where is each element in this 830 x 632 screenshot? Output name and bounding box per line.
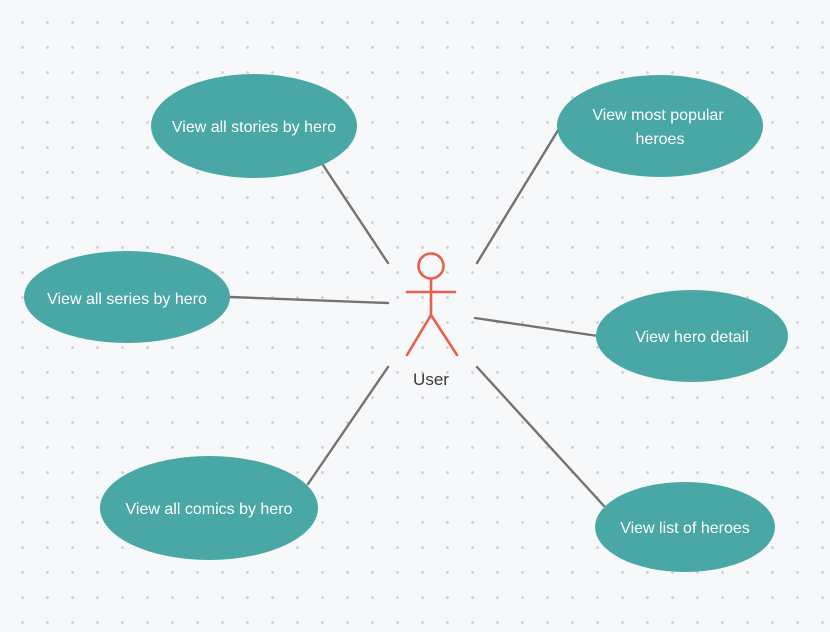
actor-head bbox=[417, 252, 445, 280]
connector-popular bbox=[475, 125, 562, 265]
connector-detail bbox=[473, 316, 600, 338]
connectors bbox=[228, 125, 606, 508]
use-case-label-line-2: heroes bbox=[636, 131, 685, 148]
use-case-view-all-comics-by-hero[interactable]: View all comics by hero bbox=[100, 456, 318, 560]
use-case-view-hero-detail[interactable]: View hero detail bbox=[596, 290, 788, 382]
stick-figure-icon bbox=[405, 252, 459, 357]
connector-list bbox=[475, 365, 606, 508]
use-case-ellipse bbox=[100, 456, 318, 560]
use-case-ellipse bbox=[24, 251, 230, 343]
actor-right-leg bbox=[429, 313, 459, 357]
use-case-label: View hero detail bbox=[635, 329, 749, 346]
use-case-ellipse bbox=[557, 75, 763, 177]
actor-user[interactable]: User bbox=[405, 252, 459, 390]
use-case-view-most-popular-heroes[interactable]: View most popular heroes bbox=[557, 75, 763, 177]
actor-label: User bbox=[413, 370, 449, 389]
use-case-view-list-of-heroes[interactable]: View list of heroes bbox=[595, 482, 775, 572]
use-case-label: View all comics by hero bbox=[126, 501, 293, 518]
use-case-ellipse bbox=[596, 290, 788, 382]
use-case-view-all-stories-by-hero[interactable]: View all stories by hero bbox=[151, 74, 357, 178]
actor-left-leg bbox=[405, 313, 433, 357]
connector-series bbox=[228, 295, 390, 305]
use-case-label: View list of heroes bbox=[620, 520, 750, 537]
use-case-ellipse bbox=[151, 74, 357, 178]
use-case-ellipse bbox=[595, 482, 775, 572]
use-case-view-all-series-by-hero[interactable]: View all series by hero bbox=[24, 251, 230, 343]
use-case-label: View all stories by hero bbox=[172, 119, 336, 136]
connector-stories bbox=[321, 163, 390, 265]
use-case-label-line-1: View most popular bbox=[592, 107, 724, 124]
use-case-label: View all series by hero bbox=[47, 291, 207, 308]
connector-comics bbox=[306, 365, 390, 486]
